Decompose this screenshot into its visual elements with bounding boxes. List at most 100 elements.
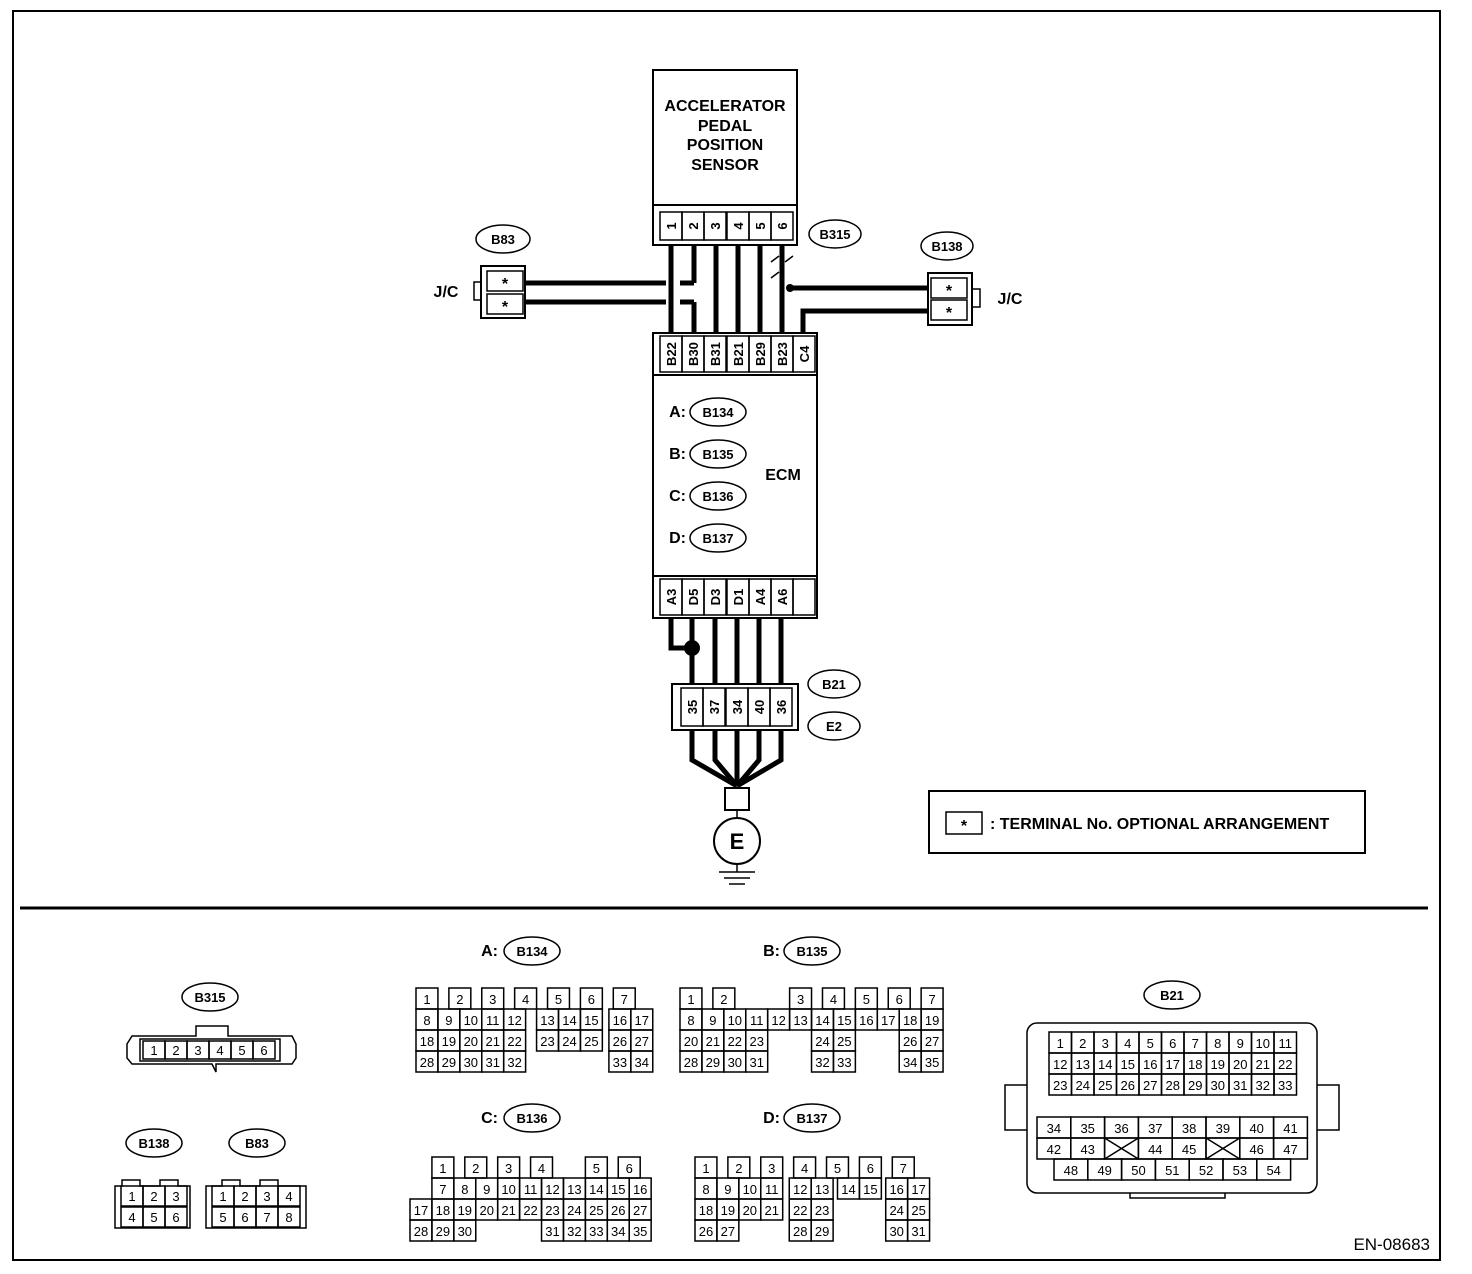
svg-text:10: 10: [743, 1182, 757, 1197]
svg-text:52: 52: [1199, 1163, 1213, 1178]
wires-sensor-ecm: [525, 245, 930, 333]
svg-text:1: 1: [439, 1161, 446, 1176]
svg-text:18: 18: [420, 1034, 434, 1049]
svg-text:15: 15: [863, 1182, 877, 1197]
ecm-top-pin-cell: [792, 335, 816, 373]
svg-text:28: 28: [684, 1055, 698, 1070]
svg-text:1: 1: [150, 1043, 157, 1058]
b21-pin-cell: [702, 687, 726, 727]
sensor-pin-label: 3: [708, 222, 723, 229]
view-b21-label: B21: [1143, 980, 1201, 1010]
svg-text:1: 1: [219, 1189, 226, 1204]
svg-text:34: 34: [635, 1055, 649, 1070]
svg-text:6: 6: [626, 1161, 633, 1176]
svg-text:26: 26: [611, 1203, 625, 1218]
ecm-prefix: B:: [669, 446, 686, 463]
svg-text:28: 28: [420, 1055, 434, 1070]
svg-text:13: 13: [793, 1013, 807, 1028]
svg-text:5: 5: [834, 1161, 841, 1176]
svg-text:22: 22: [728, 1034, 742, 1049]
ecm-connector-b135: B135: [689, 439, 747, 469]
sensor-pin-cell: [703, 211, 727, 241]
svg-text:16: 16: [889, 1182, 903, 1197]
svg-text:27: 27: [633, 1203, 647, 1218]
svg-text:16: 16: [613, 1013, 627, 1028]
svg-text:22: 22: [523, 1203, 537, 1218]
view-c-prefix: C:: [481, 1110, 498, 1127]
view-b315-label: B315: [181, 982, 239, 1012]
wires-ecm-ground: [668, 618, 784, 789]
ecm-unit: ECM: [652, 332, 818, 619]
svg-text:31: 31: [545, 1224, 559, 1239]
svg-text:44: 44: [1148, 1142, 1162, 1157]
svg-text:15: 15: [837, 1013, 851, 1028]
svg-text:4: 4: [1124, 1036, 1131, 1051]
svg-text:4: 4: [128, 1210, 135, 1225]
svg-text:5: 5: [863, 992, 870, 1007]
svg-text:17: 17: [911, 1182, 925, 1197]
sensor-pin-label: 1: [664, 222, 679, 229]
svg-text:B136: B136: [516, 1111, 547, 1126]
svg-text:1: 1: [423, 992, 430, 1007]
svg-text:B135: B135: [702, 447, 733, 462]
svg-text:28: 28: [1166, 1078, 1180, 1093]
svg-text:7: 7: [900, 1161, 907, 1176]
svg-text:4: 4: [216, 1043, 223, 1058]
svg-text:2: 2: [456, 992, 463, 1007]
svg-text:13: 13: [815, 1182, 829, 1197]
svg-text:26: 26: [699, 1224, 713, 1239]
svg-text:14: 14: [815, 1013, 829, 1028]
svg-text:23: 23: [545, 1203, 559, 1218]
svg-text:53: 53: [1233, 1163, 1247, 1178]
svg-text:36: 36: [1114, 1121, 1128, 1136]
sensor-label-line-1: ACCELERATOR: [664, 98, 786, 115]
svg-text:16: 16: [859, 1013, 873, 1028]
svg-text:17: 17: [414, 1203, 428, 1218]
svg-text:26: 26: [613, 1034, 627, 1049]
accelerator-pedal-position-sensor: ACCELERATOR PEDAL POSITION SENSOR: [652, 69, 798, 246]
view-b134-label: B134: [503, 936, 561, 966]
svg-text:16: 16: [1143, 1057, 1157, 1072]
svg-text:25: 25: [837, 1034, 851, 1049]
svg-text:B315: B315: [819, 227, 850, 242]
svg-text:12: 12: [507, 1013, 521, 1028]
svg-text:21: 21: [764, 1203, 778, 1218]
b21-pin-label: 40: [752, 700, 767, 714]
svg-text:29: 29: [1188, 1078, 1202, 1093]
svg-text:5: 5: [219, 1210, 226, 1225]
svg-text:7: 7: [621, 992, 628, 1007]
ecm-connector-b134: B134: [689, 397, 747, 427]
svg-text:29: 29: [436, 1224, 450, 1239]
svg-text:3: 3: [194, 1043, 201, 1058]
svg-text:14: 14: [562, 1013, 576, 1028]
svg-text:19: 19: [442, 1034, 456, 1049]
svg-text:B315: B315: [194, 990, 225, 1005]
svg-text:24: 24: [1076, 1078, 1090, 1093]
svg-text:B21: B21: [822, 677, 846, 692]
svg-text:35: 35: [925, 1055, 939, 1070]
svg-text:26: 26: [1121, 1078, 1135, 1093]
svg-text:48: 48: [1064, 1163, 1078, 1178]
svg-text:17: 17: [881, 1013, 895, 1028]
svg-text:38: 38: [1182, 1121, 1196, 1136]
svg-text:14: 14: [1098, 1057, 1112, 1072]
svg-text:33: 33: [589, 1224, 603, 1239]
svg-text:8: 8: [285, 1210, 292, 1225]
b21-pin-label: 34: [730, 699, 745, 714]
joint-connector-b83: * * J/C B83: [434, 224, 531, 319]
svg-text:28: 28: [793, 1224, 807, 1239]
svg-text:15: 15: [611, 1182, 625, 1197]
view-b-prefix: B:: [763, 943, 780, 960]
ground-label: E: [730, 829, 745, 854]
svg-text:25: 25: [1098, 1078, 1112, 1093]
sensor-pin-cell: [770, 211, 794, 241]
svg-text:11: 11: [486, 1013, 500, 1028]
ecm-prefix: A:: [669, 404, 686, 421]
svg-text:8: 8: [687, 1013, 694, 1028]
svg-text:43: 43: [1080, 1142, 1094, 1157]
ecm-top-pin-label: B23: [775, 342, 790, 366]
